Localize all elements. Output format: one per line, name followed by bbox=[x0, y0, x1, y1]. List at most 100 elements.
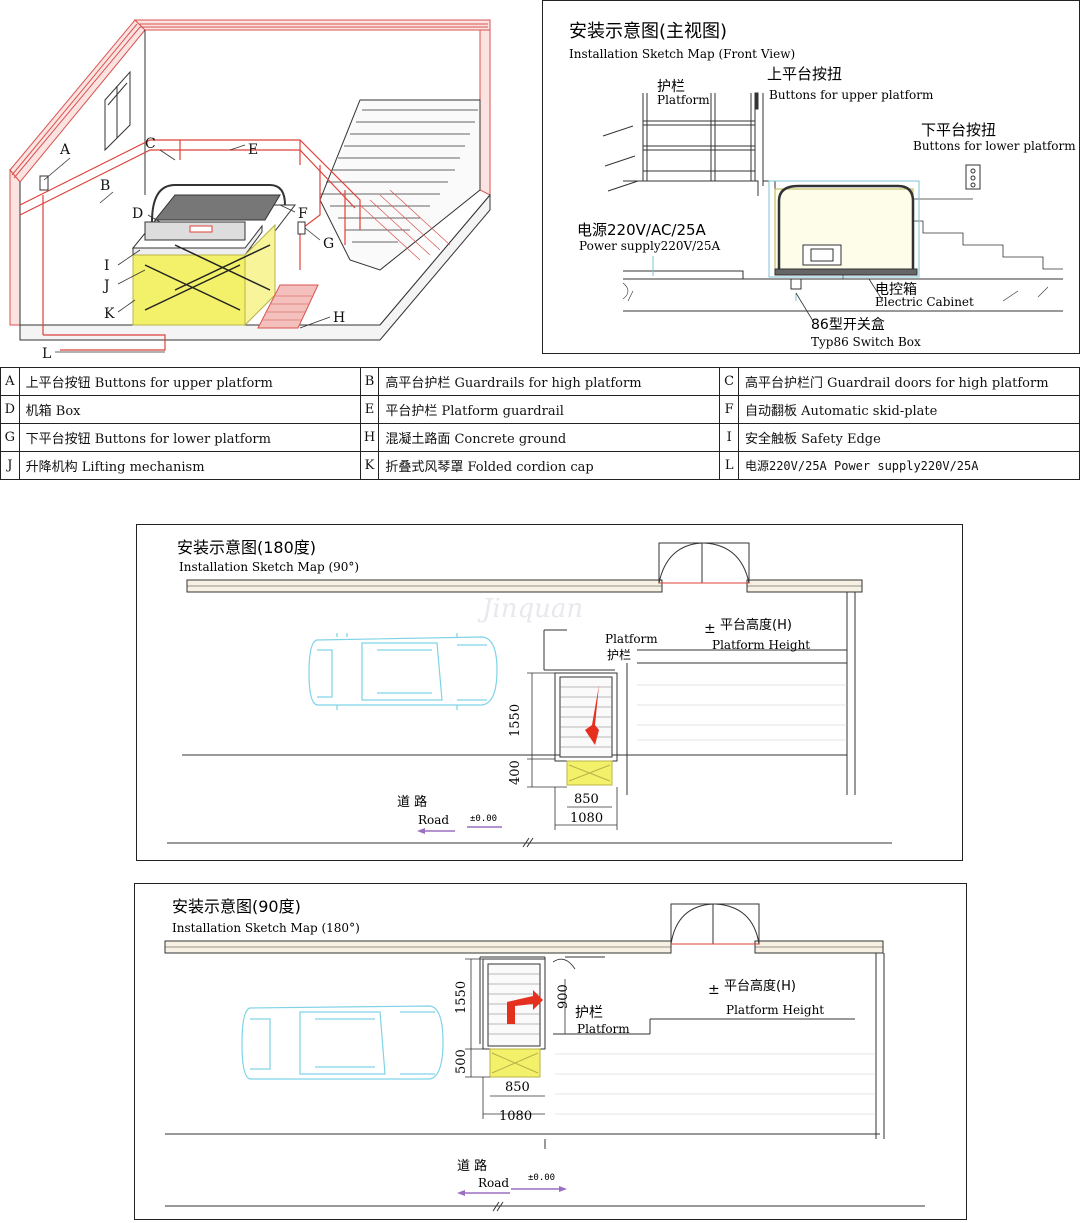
legend-key: C bbox=[719, 367, 739, 396]
legend-value: 升降机构 Lifting mechanism bbox=[18, 451, 361, 480]
plan2-guard-cn: 护栏 bbox=[575, 1005, 603, 1021]
legend-value: 安全触板 Safety Edge bbox=[737, 423, 1081, 452]
car-icon bbox=[241, 1005, 444, 1080]
plan1-arrow bbox=[585, 685, 599, 745]
legend-value: 混凝土路面 Concrete ground bbox=[378, 423, 721, 452]
brick-wall bbox=[9, 19, 491, 326]
door-icon bbox=[670, 903, 760, 945]
front-power-en: Power supply220V/25A bbox=[579, 239, 720, 253]
front-power-cn: 电源220V/AC/25A bbox=[577, 221, 707, 239]
legend-key: J bbox=[0, 451, 20, 480]
iso-label-j: J bbox=[102, 278, 110, 294]
front-switch-cn: 86型开关盒 bbox=[811, 316, 885, 333]
plan1-lift bbox=[554, 672, 618, 786]
front-upper-btn-en: Buttons for upper platform bbox=[769, 88, 934, 102]
plan1-title-cn: 安装示意图(180度) bbox=[177, 538, 316, 557]
plan2-title-en: Installation Sketch Map (180°) bbox=[172, 921, 360, 935]
front-guardrail-en: Platform bbox=[657, 93, 710, 107]
iso-label-k: K bbox=[104, 306, 115, 322]
plan1-level: ±0.00 bbox=[470, 814, 497, 824]
legend-key: A bbox=[0, 367, 20, 396]
plan2-dim-v3: 900 bbox=[556, 984, 571, 1009]
plan1-plus: ± bbox=[704, 621, 716, 637]
legend-value: 高平台护栏门 Guardrail doors for high platform bbox=[737, 367, 1081, 396]
plan-2-drawing: 安装示意图(90度) Installation Sketch Map (180°… bbox=[164, 897, 925, 1212]
front-cabinet-cn: 电控箱 bbox=[875, 282, 917, 298]
wall bbox=[164, 940, 884, 954]
plan1-dim-h2: 1080 bbox=[570, 811, 603, 826]
legend-key: L bbox=[719, 451, 739, 480]
iso-label-i: I bbox=[104, 258, 110, 274]
plan2-height-cn: 平台高度(H) bbox=[724, 978, 796, 994]
legend-value: 上平台按钮 Buttons for upper platform bbox=[18, 367, 361, 396]
iso-label-h: H bbox=[333, 310, 345, 326]
legend-key: K bbox=[359, 451, 380, 480]
plan1-watermark: Jinquan bbox=[477, 594, 583, 624]
iso-label-d: D bbox=[132, 206, 143, 222]
legend-value: 自动翻板 Automatic skid-plate bbox=[737, 395, 1081, 424]
legend-key: H bbox=[359, 423, 380, 452]
plan2-dim-h2: 1080 bbox=[499, 1109, 532, 1124]
plan1-title-en: Installation Sketch Map (90°) bbox=[179, 560, 359, 574]
front-guardrail-cn: 护栏 bbox=[657, 79, 685, 95]
upper-button-box bbox=[39, 175, 49, 191]
lift-platform bbox=[131, 184, 297, 327]
front-view-panel: 安装示意图(主视图) Installation Sketch Map (Fron… bbox=[542, 0, 1080, 354]
legend-value: 折叠式风琴罩 Folded cordion cap bbox=[378, 451, 721, 480]
isometric-view: A B C E D F G I J K H L bbox=[0, 0, 540, 362]
plan1-height-cn: 平台高度(H) bbox=[720, 617, 792, 633]
front-view-drawing: 安装示意图(主视图) Installation Sketch Map (Fron… bbox=[569, 21, 1076, 349]
upper-guardrail bbox=[602, 92, 759, 192]
front-upper-btn-cn: 上平台按扭 bbox=[767, 65, 842, 83]
plan1-road-cn: 道 路 bbox=[397, 794, 427, 810]
plan-view-1: 安装示意图(180度) Installation Sketch Map (90°… bbox=[136, 524, 963, 861]
car-icon bbox=[308, 633, 498, 710]
plan1-guard-en: Platform bbox=[605, 632, 658, 646]
plan2-guard-en: Platform bbox=[577, 1022, 630, 1036]
plan2-road-en: Road bbox=[478, 1176, 509, 1190]
legend-key: F bbox=[719, 395, 739, 424]
plan2-road-cn: 道 路 bbox=[457, 1158, 487, 1174]
iso-label-g: G bbox=[323, 236, 334, 252]
guardrail-high bbox=[19, 139, 361, 351]
front-title-en: Installation Sketch Map (Front View) bbox=[569, 47, 795, 61]
legend-value: 机箱 Box bbox=[18, 395, 361, 424]
plan1-guard-cn: 护栏 bbox=[607, 647, 631, 662]
legend-key: I bbox=[719, 423, 739, 452]
door-icon bbox=[658, 542, 750, 584]
plan2-title-cn: 安装示意图(90度) bbox=[172, 897, 301, 916]
front-cabinet-en: Electric Cabinet bbox=[875, 295, 974, 309]
iso-label-l: L bbox=[42, 346, 51, 362]
plan2-dim-v1: 1550 bbox=[454, 981, 469, 1014]
front-title-cn: 安装示意图(主视图) bbox=[569, 21, 727, 42]
legend-value: 高平台护栏 Guardrails for high platform bbox=[378, 367, 721, 396]
legend-value: 下平台按钮 Buttons for lower platform bbox=[18, 423, 361, 452]
plan1-road-en: Road bbox=[418, 813, 449, 827]
skid-plate bbox=[257, 284, 319, 329]
pit bbox=[768, 180, 920, 278]
plan2-height-en: Platform Height bbox=[726, 1003, 824, 1017]
plan2-level: ±0.00 bbox=[528, 1173, 555, 1183]
legend-value: 平台护栏 Platform guardrail bbox=[378, 395, 721, 424]
plan2-arrow bbox=[507, 990, 543, 1024]
iso-label-b: B bbox=[100, 178, 110, 194]
legend-value: 电源220V/25A Power supply220V/25A bbox=[737, 451, 1081, 480]
legend-key: B bbox=[359, 367, 380, 396]
plan1-height-en: Platform Height bbox=[712, 638, 810, 652]
front-lower-btn-en: Buttons for lower platform bbox=[913, 139, 1076, 153]
plan-view-2: 安装示意图(90度) Installation Sketch Map (180°… bbox=[134, 883, 967, 1220]
iso-label-f: F bbox=[298, 206, 308, 222]
plan1-dim-h1: 850 bbox=[574, 792, 599, 807]
plan2-plus: ± bbox=[708, 982, 720, 998]
wall bbox=[186, 579, 863, 593]
legend-key: E bbox=[359, 395, 380, 424]
iso-label-e: E bbox=[248, 142, 258, 158]
lower-button-box-front bbox=[965, 164, 981, 190]
plan1-dim-v1: 1550 bbox=[508, 704, 523, 737]
front-lower-btn-cn: 下平台按扭 bbox=[921, 121, 996, 139]
plan2-dim-v2: 500 bbox=[454, 1049, 469, 1074]
